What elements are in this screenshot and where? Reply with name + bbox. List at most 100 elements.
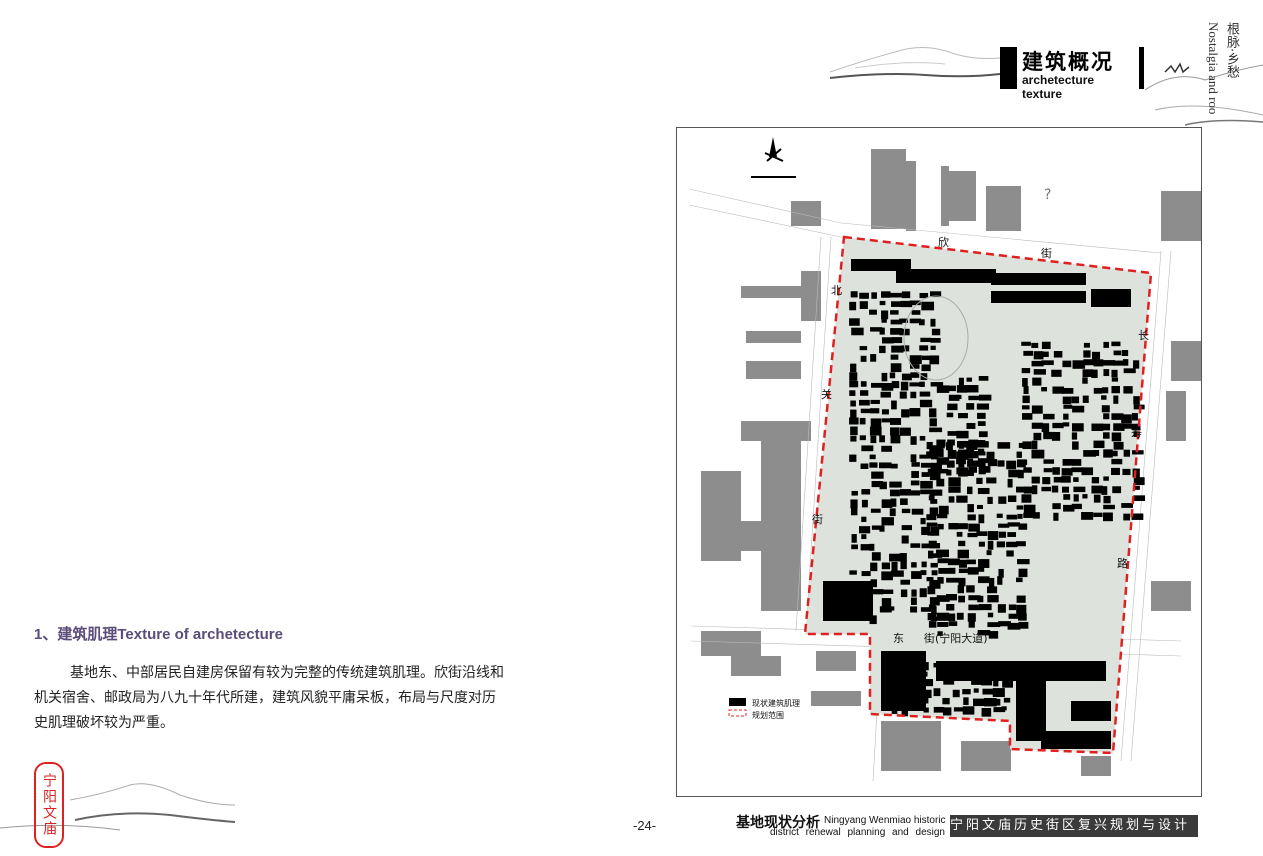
road-label-east-2: 寿 (1131, 426, 1142, 440)
building (881, 517, 894, 526)
building (881, 372, 888, 382)
building (850, 499, 858, 509)
building (972, 661, 984, 670)
header-title-en-line2: texture (1022, 87, 1063, 101)
surrounding-building (791, 201, 821, 226)
building (997, 442, 1011, 449)
building (1102, 387, 1109, 394)
landscape-sketch-bottom (0, 783, 236, 831)
building (849, 390, 856, 396)
building (921, 472, 929, 477)
building (987, 531, 999, 541)
building (921, 543, 934, 549)
building (869, 309, 877, 315)
building (849, 372, 858, 381)
building (1041, 731, 1111, 749)
building (996, 541, 1006, 548)
building (870, 327, 883, 332)
building (1103, 495, 1111, 504)
building (927, 613, 937, 621)
building (1016, 671, 1046, 741)
legend-label-building: 现状建筑肌理 (752, 698, 800, 708)
building (911, 462, 920, 467)
building (998, 531, 1007, 538)
building (929, 427, 943, 433)
building (1023, 350, 1034, 356)
building (931, 570, 938, 576)
building (1091, 485, 1103, 494)
building (909, 318, 922, 324)
building (953, 707, 966, 712)
building (929, 489, 943, 496)
vertical-slogan-en: Nostalgia and roo (1206, 22, 1221, 115)
building (937, 448, 944, 457)
building (921, 561, 927, 568)
building (1022, 441, 1032, 450)
building (1063, 494, 1071, 500)
building (901, 373, 912, 381)
building (1061, 486, 1070, 493)
building (976, 441, 989, 448)
building (861, 445, 874, 452)
header-bar-right (1139, 47, 1144, 89)
building (890, 435, 901, 444)
building (919, 454, 930, 459)
building (946, 412, 954, 418)
building (860, 381, 867, 387)
building (948, 621, 958, 626)
building (920, 570, 927, 576)
road-label-west-2: 关 (821, 387, 832, 401)
road-label-south-1: 东 (893, 632, 904, 645)
building (1032, 377, 1042, 386)
building (937, 577, 944, 584)
building (861, 499, 868, 508)
building (956, 531, 963, 537)
building (870, 579, 877, 588)
building (1018, 613, 1027, 621)
building (1043, 468, 1053, 473)
building (890, 498, 897, 507)
building (923, 689, 932, 699)
building (966, 377, 973, 382)
building (1053, 512, 1059, 521)
building (942, 697, 950, 705)
building (946, 442, 953, 451)
building (1063, 404, 1073, 409)
building (1006, 550, 1014, 557)
building (901, 707, 908, 717)
building (933, 706, 945, 713)
building (1002, 679, 1014, 688)
building (893, 689, 903, 698)
building (1008, 469, 1021, 478)
building (899, 489, 911, 496)
building (1072, 405, 1085, 413)
building (938, 567, 949, 574)
building (967, 613, 976, 622)
building (849, 301, 857, 311)
building (1051, 432, 1061, 441)
building (928, 604, 936, 609)
building (926, 451, 936, 459)
surrounding-building (961, 741, 1011, 771)
building (823, 581, 873, 621)
building (967, 460, 980, 467)
building (938, 505, 949, 515)
building (948, 385, 956, 392)
building (881, 598, 892, 607)
building (1062, 459, 1074, 466)
building (1103, 476, 1109, 481)
building (919, 391, 931, 397)
building (992, 670, 1005, 676)
building (870, 399, 880, 404)
building (1082, 369, 1094, 378)
surrounding-buildings (701, 149, 1201, 776)
building (879, 435, 885, 443)
building (911, 670, 922, 679)
building (963, 697, 969, 705)
building (1112, 450, 1118, 457)
building (948, 486, 961, 493)
building (871, 471, 884, 479)
building (987, 612, 994, 618)
building (977, 421, 986, 426)
building (871, 525, 885, 530)
